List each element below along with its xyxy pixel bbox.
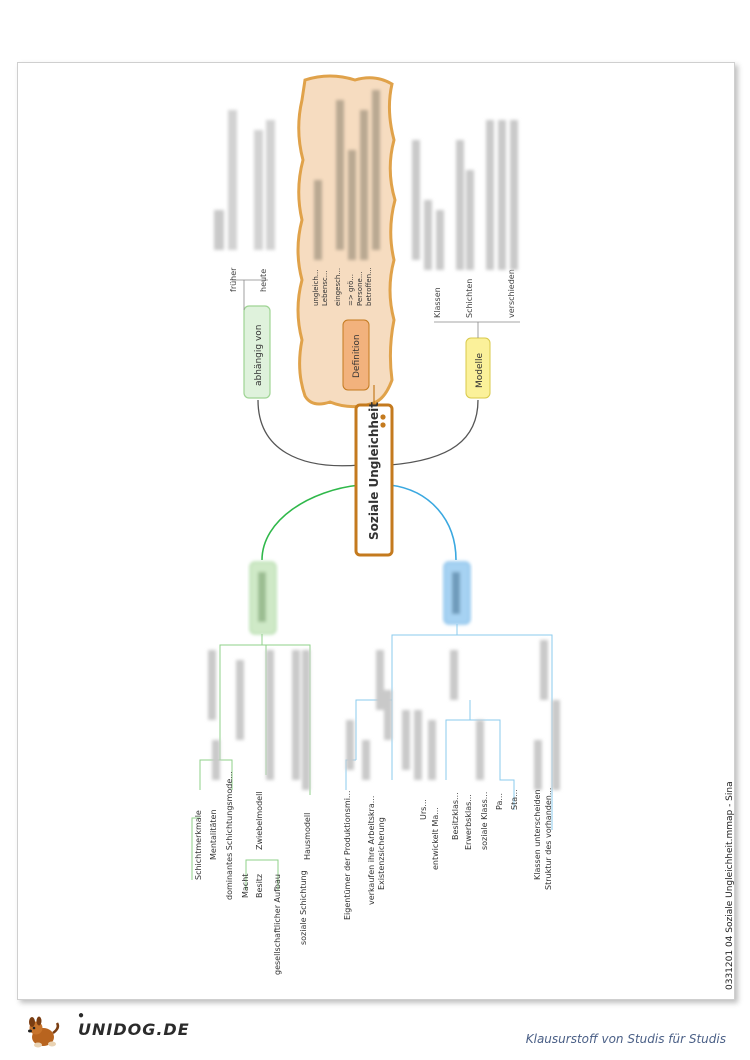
branch-line-modelle	[389, 399, 479, 466]
definition-line: => grö...	[347, 274, 355, 306]
item-eigentuemer: Eigentümer der Produktionsmi...	[343, 790, 352, 920]
heute-label: heute	[259, 269, 268, 292]
item-macht: Macht	[241, 874, 250, 898]
item-soziale-klassen: soziale Klass...	[480, 792, 489, 850]
dog-logo-icon	[28, 1016, 60, 1048]
abhaengig-subtopics	[214, 110, 275, 250]
abhaengig-node[interactable]: abhängig von	[243, 305, 271, 399]
paw-icon: ●	[78, 1010, 85, 1021]
modelle-node[interactable]: Modelle	[465, 337, 491, 399]
item-entwickelt: entwickelt Ma...	[431, 807, 440, 870]
item-struktur: Struktur des vorhanden...	[544, 788, 553, 890]
collapse-dot-icon[interactable]	[380, 414, 386, 420]
item-besitzklassen: Besitzklas...	[451, 792, 460, 840]
definition-text-blur	[314, 90, 380, 260]
branch-line-abhaengig	[257, 399, 361, 467]
frueher-label: früher	[229, 267, 238, 292]
item-parteien: Pa...	[495, 793, 504, 810]
verschieden-label: verschieden	[507, 269, 516, 318]
definition-node[interactable]: Definition	[342, 319, 370, 391]
blue-branch-blur	[346, 640, 560, 790]
item-schichtmerkmale: Schichtmerkmale	[194, 810, 203, 880]
blue-branch-items: Eigentümer der Produktionsmi... verkaufe…	[343, 788, 553, 920]
definition-cloud	[296, 74, 397, 409]
item-existenzsicherung: Existenzsicherung	[377, 817, 386, 890]
item-hausmodell: Hausmodell	[303, 813, 312, 860]
item-soziale-schichtung: soziale Schichtung	[299, 870, 308, 945]
unidog-logo[interactable]: ● UNIDOG.DE	[22, 1010, 222, 1050]
item-gesellschaftlicher-aufbau: gesellschaftlicher Aufbau	[273, 874, 282, 975]
definition-line: Lebensc...	[321, 271, 329, 306]
brand-name: UNIDOG.DE	[78, 1020, 190, 1039]
modelle-label: Modelle	[475, 352, 485, 388]
abhaengig-label: abhängig von	[254, 325, 264, 386]
tagline: Klausurstoff von Studis für Studis	[525, 1032, 726, 1046]
item-besitz: Besitz	[255, 874, 264, 898]
modelle-subtopics	[412, 120, 518, 270]
definition-label: Definition	[352, 334, 362, 378]
definition-line: Persone...	[356, 271, 364, 306]
item-mentalitaeten: Mentalitäten	[209, 809, 218, 860]
blue-branch-node[interactable]	[443, 561, 471, 625]
collapse-dot-icon[interactable]	[380, 422, 386, 428]
green-branch-node[interactable]	[249, 561, 277, 635]
definition-line: ungleich...	[312, 270, 320, 306]
item-urs: Urs...	[419, 799, 428, 820]
item-erwerbsklassen: Erwerbsklas...	[464, 794, 473, 850]
item-dominantes-schichtungsmodell: dominantes Schichtungsmode...	[225, 771, 234, 900]
central-topic-label: Soziale Ungleichheit	[367, 402, 381, 540]
klassen-label: Klassen	[433, 287, 442, 318]
item-zwiebelmodell: Zwiebelmodell	[255, 791, 264, 850]
item-klassen-unterscheiden: Klassen unterscheiden	[533, 789, 542, 880]
file-caption: 0331201 04 Soziale Ungleichheit.mmap - S…	[725, 781, 735, 990]
definition-line: eingesch...	[334, 268, 342, 306]
item-verkaufen-arbeitskraft: verkaufen ihre Arbeitskra...	[367, 796, 376, 905]
blue-branch-lines	[345, 624, 553, 830]
green-branch-blur	[208, 650, 310, 790]
item-staende: Sta...	[510, 789, 519, 810]
central-topic-node[interactable]: Soziale Ungleichheit	[354, 402, 394, 557]
definition-line: betroffen...	[365, 267, 373, 306]
schichten-label: Schichten	[465, 279, 474, 318]
branch-line-blue	[389, 484, 457, 561]
green-branch-items: Schichtmerkmale Mentalitäten dominantes …	[194, 771, 312, 975]
branch-line-green	[261, 484, 361, 561]
definition-lines: ungleich... Lebensc... eingesch... => gr…	[312, 267, 373, 306]
